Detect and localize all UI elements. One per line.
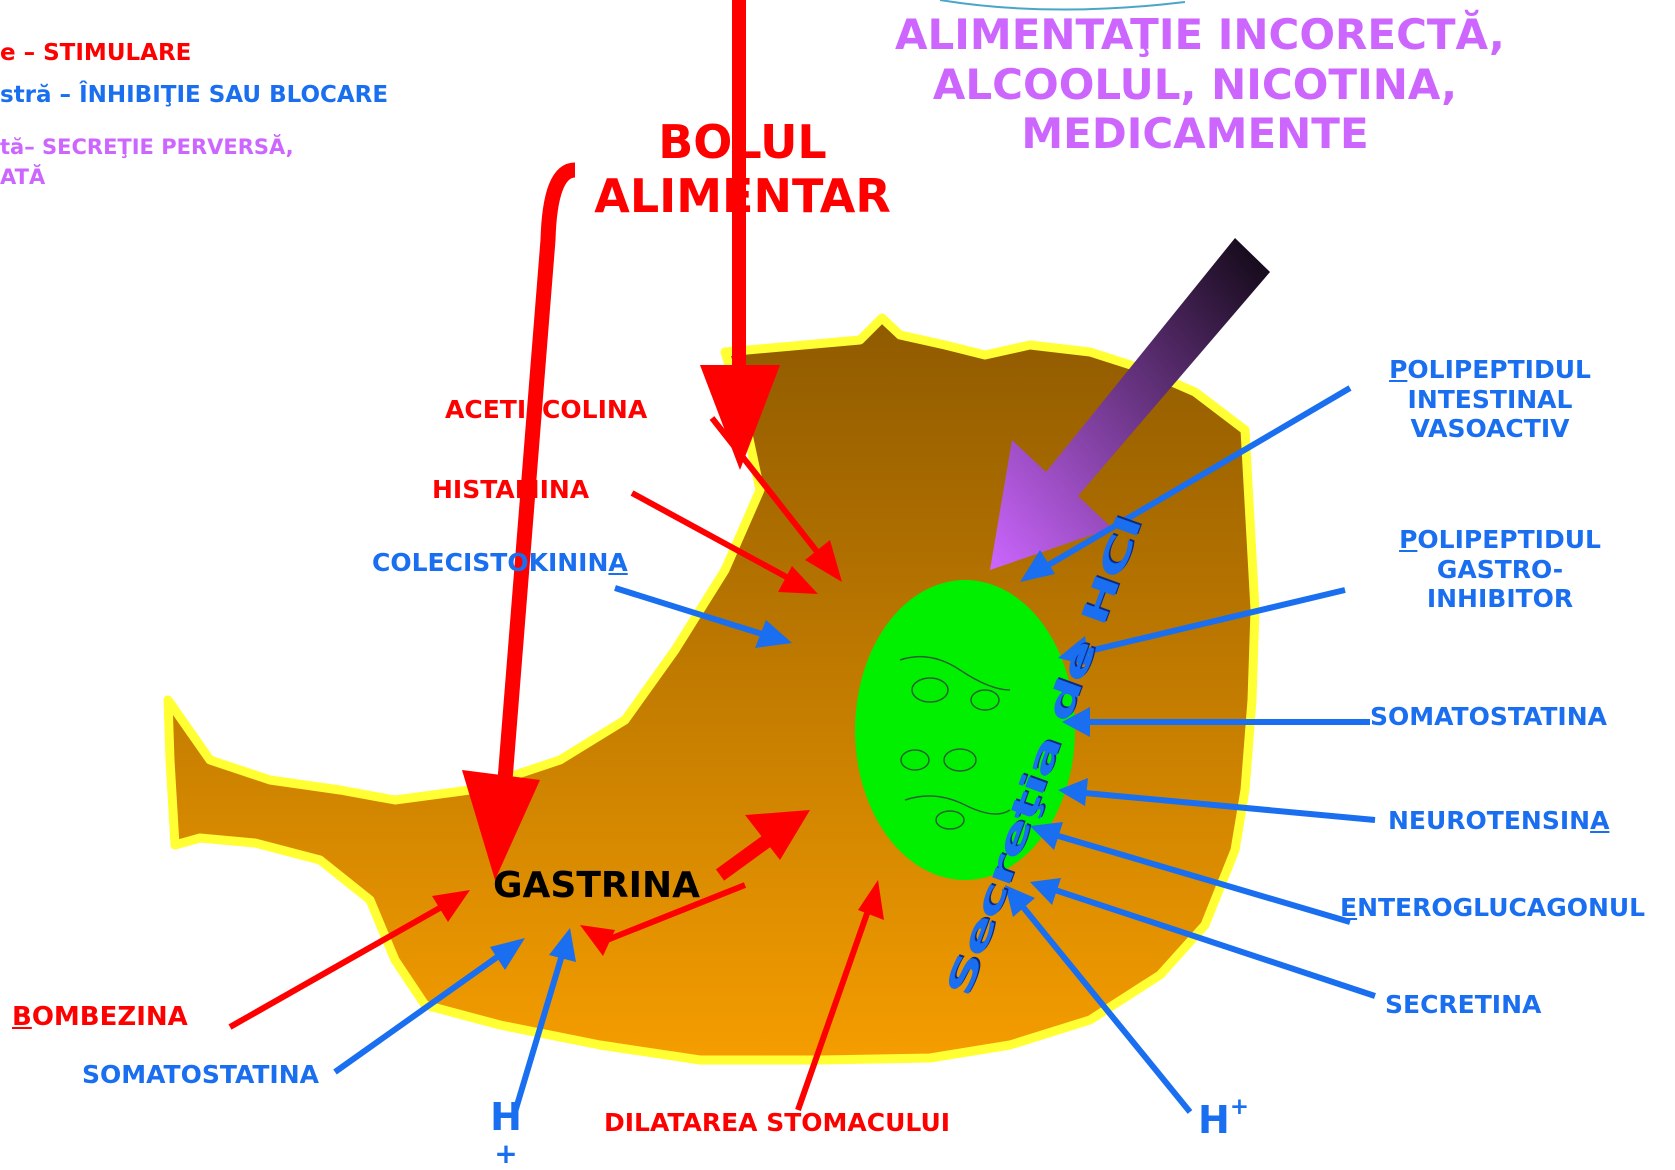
factors-title-line3: MEDICAMENTE <box>895 109 1495 159</box>
label-neurotensin-last: A <box>1590 806 1609 835</box>
legend-inhibition: stră – ÎNHIBIŢIE SAU BLOCARE <box>0 82 388 109</box>
label-proton-right: H+ <box>1198 1098 1249 1143</box>
label-enteroglucagon-initial: E <box>1340 893 1357 922</box>
label-gip-line2: GASTRO- <box>1350 555 1650 585</box>
label-enteroglucagon-rest: NTEROGLUCAGONUL <box>1357 893 1645 922</box>
label-bombesin: BOMBEZINA <box>12 1002 188 1033</box>
label-vip-line1: POLIPEPTIDUL <box>1340 355 1640 385</box>
label-bombesin-rest: OMBEZINA <box>32 1002 188 1032</box>
legend-perverse-line2: ATĂ <box>0 165 45 190</box>
label-proton-left-charge: + <box>486 1140 526 1168</box>
label-vip-initial: P <box>1389 355 1407 384</box>
label-neurotensin: NEUROTENSINA <box>1388 806 1609 836</box>
legend-perverse-line1: tă– SECREŢIE PERVERSĂ, <box>0 135 294 160</box>
label-somatostatin-left: SOMATOSTATINA <box>82 1060 319 1090</box>
label-stomach-dilatation: DILATAREA STOMACULUI <box>604 1108 950 1138</box>
label-gip-line1-rest: OLIPEPTIDUL <box>1417 525 1601 554</box>
label-neurotensin-main: NEUROTENSIN <box>1388 806 1590 835</box>
label-proton-left-symbol: H <box>486 1098 526 1136</box>
label-cholecystokinin-last: A <box>608 548 627 577</box>
label-gip-line1: POLIPEPTIDUL <box>1350 525 1650 555</box>
label-gastrin: GASTRINA <box>493 865 700 907</box>
bolus-title-line1: BOLUL <box>575 115 910 169</box>
label-secretin: SECRETINA <box>1385 990 1541 1020</box>
top-ellipse-arc <box>940 0 1185 10</box>
factors-title: ALIMENTAŢIE INCORECTĂ, ALCOOLUL, NICOTIN… <box>895 10 1495 159</box>
label-cholecystokinin-main: COLECISTOKININ <box>372 548 608 577</box>
label-cholecystokinin: COLECISTOKININA <box>372 548 628 578</box>
legend-stimulation: e – STIMULARE <box>0 40 191 67</box>
label-gip-line3: INHIBITOR <box>1350 584 1650 614</box>
label-proton-left: H + <box>486 1098 526 1168</box>
label-gip-initial: P <box>1399 525 1417 554</box>
label-vip-line1-rest: OLIPEPTIDUL <box>1407 355 1591 384</box>
label-histamine: HISTAMINA <box>432 475 589 505</box>
label-somatostatin-right: SOMATOSTATINA <box>1370 702 1607 732</box>
label-bombesin-initial: B <box>12 1002 32 1032</box>
label-vip-line2: INTESTINAL <box>1340 385 1640 415</box>
label-proton-right-symbol: H <box>1198 1098 1230 1142</box>
label-acetylcholine: ACETILCOLINA <box>445 395 647 425</box>
bolus-title-line2: ALIMENTAR <box>575 169 910 223</box>
label-vip: POLIPEPTIDUL INTESTINAL VASOACTIV <box>1340 355 1640 444</box>
label-enteroglucagon: ENTEROGLUCAGONUL <box>1340 893 1645 923</box>
label-vip-line3: VASOACTIV <box>1340 414 1640 444</box>
label-proton-right-charge: + <box>1230 1094 1249 1120</box>
label-gip: POLIPEPTIDUL GASTRO- INHIBITOR <box>1350 525 1650 614</box>
factors-title-line1: ALIMENTAŢIE INCORECTĂ, <box>895 10 1495 60</box>
factors-title-line2: ALCOOLUL, NICOTINA, <box>895 60 1495 110</box>
bolus-title: BOLUL ALIMENTAR <box>575 115 910 224</box>
